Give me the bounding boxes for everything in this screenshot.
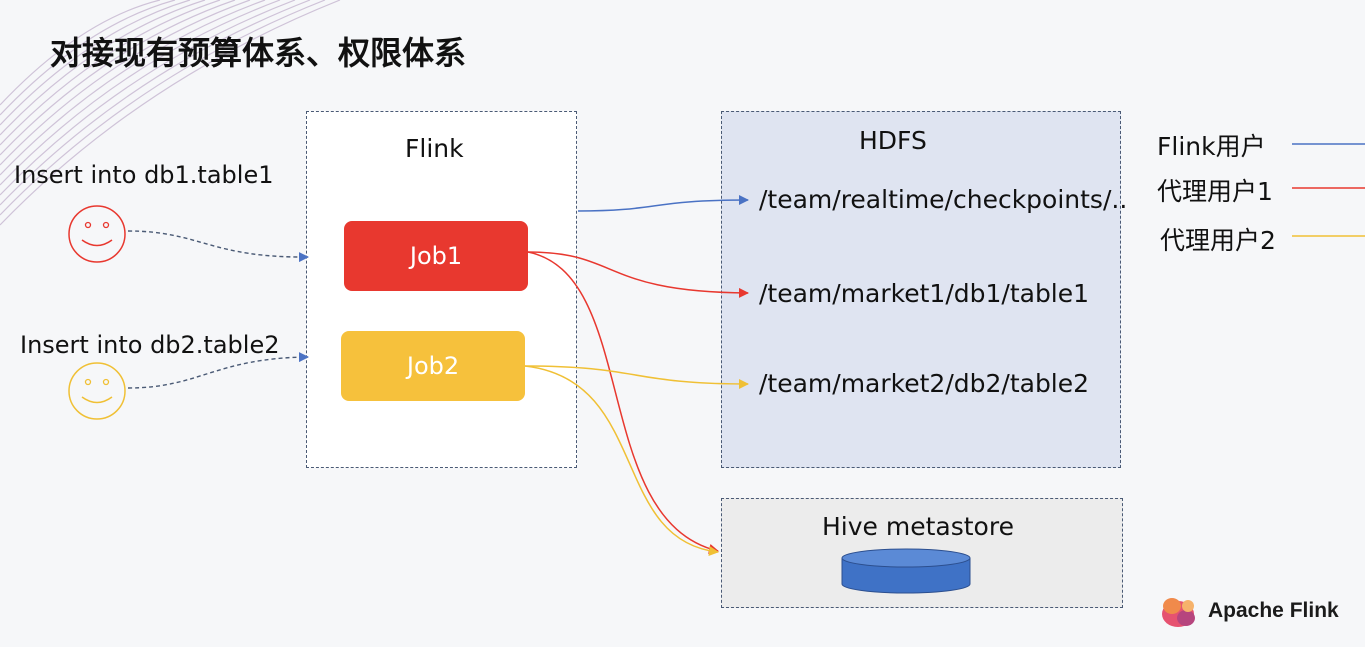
page-title: 对接现有预算体系、权限体系 — [50, 34, 467, 72]
job2-to-table2-arrow — [524, 365, 749, 389]
job1-label: Job1 — [409, 242, 463, 270]
job2-block: Job2 — [341, 331, 525, 401]
job2-label: Job2 — [406, 352, 460, 380]
flink-to-checkpoints-arrow — [577, 195, 749, 212]
hdfs-title: HDFS — [859, 126, 927, 155]
flink-title: Flink — [405, 134, 464, 163]
hdfs-path-table1: /team/market1/db1/table1 — [759, 279, 1090, 308]
user2-statement: Insert into db2.table2 — [20, 331, 280, 359]
logo-text: Apache Flink — [1208, 599, 1339, 622]
legend-proxy-user2: 代理用户2 — [1160, 226, 1276, 255]
hdfs-path-table2: /team/market2/db2/table2 — [759, 369, 1090, 398]
user2-smiley-icon — [68, 362, 126, 420]
job1-block: Job1 — [344, 221, 528, 291]
database-cylinder-icon — [841, 548, 971, 594]
legend-flink-user: Flink用户 — [1157, 132, 1266, 161]
flink-squirrel-icon — [1162, 598, 1195, 627]
apache-flink-logo: Apache Flink — [1158, 592, 1339, 630]
job1-to-hive-arrow — [527, 251, 719, 554]
hdfs-path-checkpoints: /team/realtime/checkpoints/.. — [759, 185, 1128, 214]
user1-smiley-icon — [68, 205, 126, 263]
hdfs-container — [721, 111, 1121, 468]
legend-proxy-user1: 代理用户1 — [1157, 177, 1273, 206]
user2-to-flink-arrow — [127, 352, 309, 389]
job2-to-hive-arrow — [524, 365, 719, 556]
user1-to-flink-arrow — [127, 230, 309, 263]
job1-to-table1-arrow — [527, 251, 749, 298]
hive-title: Hive metastore — [822, 512, 1014, 541]
user1-statement: Insert into db1.table1 — [14, 161, 274, 189]
